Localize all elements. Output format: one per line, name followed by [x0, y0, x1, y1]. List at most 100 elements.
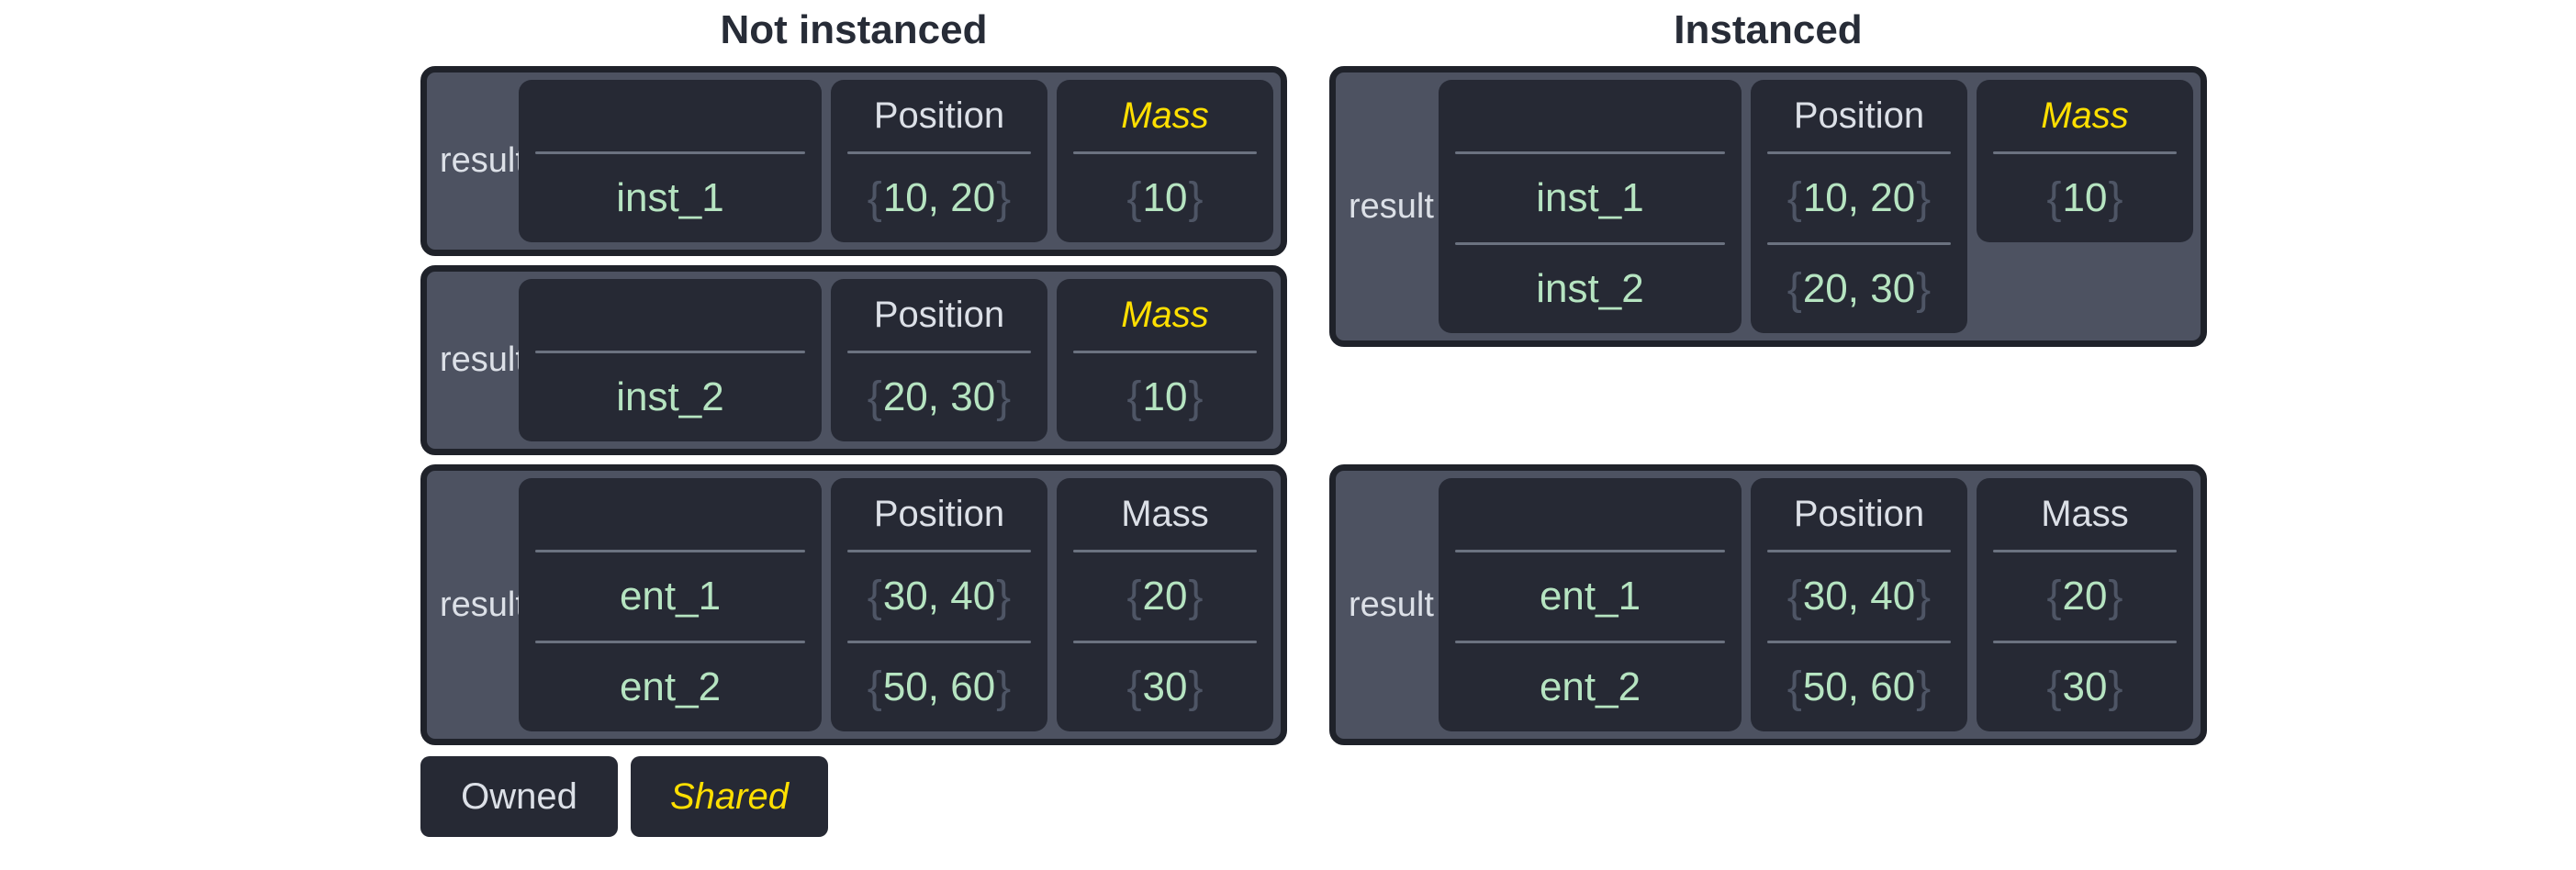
- component-value: {20}: [1057, 552, 1273, 641]
- row-divider: [1993, 550, 2177, 552]
- entity-name: ent_2: [619, 664, 722, 709]
- open-brace: {: [867, 173, 882, 223]
- row-divider: [1455, 151, 1725, 154]
- close-brace: }: [1188, 663, 1204, 712]
- component-value: {10, 20}: [1751, 154, 1967, 242]
- row-divider: [847, 351, 1031, 353]
- close-brace: }: [1916, 264, 1932, 314]
- close-brace: }: [1916, 572, 1932, 621]
- cell-header: Mass: [1121, 95, 1209, 136]
- open-brace: {: [867, 663, 882, 712]
- row-divider: [1767, 151, 1951, 154]
- value-text: 30, 40: [1802, 574, 1916, 619]
- open-brace: {: [1786, 173, 1802, 223]
- row-divider: [1455, 550, 1725, 552]
- value-text: 30: [2062, 664, 2108, 709]
- component-value: {10}: [1977, 154, 2193, 242]
- cell-header: Position: [873, 294, 1005, 335]
- entity-name: inst_1: [1536, 175, 1644, 220]
- value-text: 20, 30: [1802, 266, 1916, 311]
- open-brace: {: [1786, 572, 1802, 621]
- component-column-cell: Mass{20}{30}: [1977, 478, 2193, 731]
- value-text: 20: [1142, 574, 1188, 619]
- open-brace: {: [1126, 173, 1142, 223]
- cell-header: [519, 478, 822, 550]
- row-divider: [535, 550, 805, 552]
- row-divider: [1073, 151, 1257, 154]
- component-value: {30}: [1057, 643, 1273, 731]
- close-brace: }: [1188, 173, 1204, 223]
- close-brace: }: [996, 663, 1012, 712]
- cell-header: [519, 80, 822, 151]
- cell-header: Mass: [2041, 95, 2129, 136]
- entity-name: inst_2: [616, 374, 724, 419]
- value-text: 10: [2062, 175, 2108, 220]
- row-divider: [847, 550, 1031, 552]
- cell-header: [1439, 478, 1742, 550]
- component-column-cell: Position{30, 40}{50, 60}: [831, 478, 1047, 731]
- row-divider: [1993, 641, 2177, 643]
- value-text: 30, 40: [882, 574, 996, 619]
- legend-item-owned: Owned: [420, 756, 618, 837]
- row-divider: [1073, 641, 1257, 643]
- component-value: {50, 60}: [1751, 643, 1967, 731]
- row-divider: [847, 151, 1031, 154]
- row-divider: [535, 351, 805, 353]
- cell-header: [519, 279, 822, 351]
- component-column-cell: Mass {10}: [1977, 80, 2193, 242]
- close-brace: }: [996, 373, 1012, 422]
- row-divider: [1073, 351, 1257, 353]
- component-column-cell: Mass {10}: [1057, 80, 1273, 242]
- cell-header: Mass: [1121, 493, 1209, 534]
- component-value: {10, 20}: [831, 154, 1047, 242]
- close-brace: }: [1916, 663, 1932, 712]
- component-column-cell: Mass{20}{30}: [1057, 478, 1273, 731]
- column-title-not-instanced: Not instanced: [720, 7, 988, 52]
- entity-name: ent_2: [1539, 664, 1641, 709]
- component-value: {20}: [1977, 552, 2193, 641]
- component-value: {30, 40}: [831, 552, 1047, 641]
- component-column-cell: Position {10, 20}{20, 30}: [1751, 80, 1967, 333]
- component-column-cell: Position{10, 20}: [831, 80, 1047, 242]
- value-text: 10, 20: [1802, 175, 1916, 220]
- value-text: 30: [1142, 664, 1188, 709]
- entity-column-cell: ent_1 ent_2: [1439, 478, 1742, 731]
- open-brace: {: [1126, 663, 1142, 712]
- close-brace: }: [996, 572, 1012, 621]
- row-divider: [1455, 641, 1725, 643]
- open-brace: {: [2046, 173, 2062, 223]
- open-brace: {: [2046, 663, 2062, 712]
- legend-item-shared: Shared: [631, 756, 828, 837]
- cell-header: Position: [1793, 95, 1925, 136]
- cell-header: Position: [1793, 493, 1925, 534]
- row-divider: [1767, 550, 1951, 552]
- value-text: 10, 20: [882, 175, 996, 220]
- component-value: {50, 60}: [831, 643, 1047, 731]
- row-divider: [535, 151, 805, 154]
- table-row-label: result: [440, 141, 519, 180]
- component-column-cell: Position{30, 40}{50, 60}: [1751, 478, 1967, 731]
- cell-header: [1439, 80, 1742, 151]
- entity-name: ent_1: [1539, 574, 1641, 619]
- component-value: {20, 30}: [831, 353, 1047, 441]
- table-row-label: result: [1349, 585, 1434, 624]
- component-value: {20, 30}: [1751, 245, 1967, 333]
- value-text: 10: [1142, 175, 1188, 220]
- row-divider: [847, 641, 1031, 643]
- cell-header: Mass: [1121, 294, 1209, 335]
